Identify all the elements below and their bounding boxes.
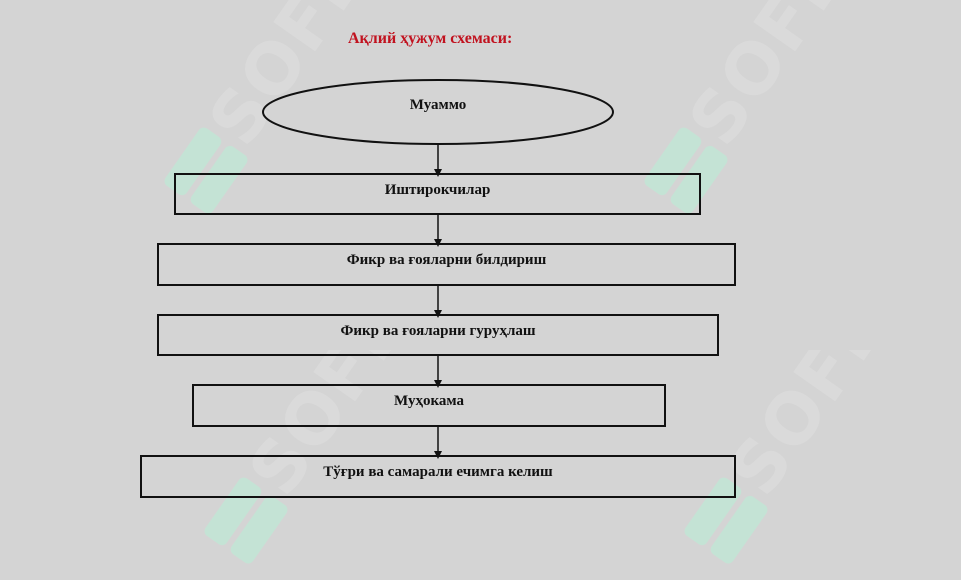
node-problem: Муаммо: [300, 80, 576, 144]
node-solution-label: Тўғри ва самарали ечимга келиш: [323, 464, 553, 480]
node-group-ideas: Фикр ва ғояларни гуруҳлаш: [157, 314, 719, 356]
flow-arrows: [262, 79, 614, 459]
node-group-ideas-label: Фикр ва ғояларни гуруҳлаш: [340, 322, 536, 339]
node-discussion-label: Муҳокама: [394, 393, 464, 409]
node-express-ideas: Фикр ва ғояларни билдириш: [157, 243, 736, 286]
node-express-ideas-label: Фикр ва ғояларни билдириш: [346, 252, 547, 268]
diagram-title: Ақлий ҳужум схемаси:: [348, 30, 513, 47]
node-problem-ellipse: [262, 79, 614, 145]
node-problem-label: Муаммо: [409, 96, 467, 113]
node-participants: Иштирокчилар: [174, 173, 701, 215]
node-discussion: Муҳокама: [192, 384, 666, 427]
node-participants-label: Иштирокчилар: [384, 181, 491, 198]
node-solution: Тўғри ва самарали ечимга келиш: [140, 455, 736, 498]
